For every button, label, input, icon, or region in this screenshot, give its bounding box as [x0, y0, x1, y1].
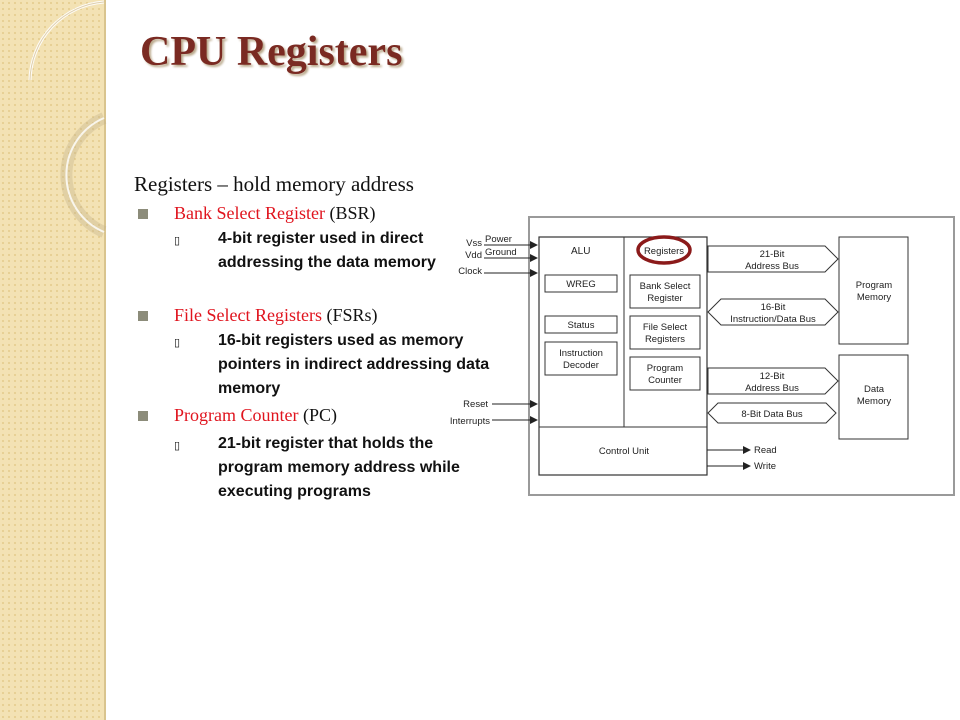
address-bus-21-label-2: Address Bus	[745, 261, 799, 272]
bullet-marker-icon	[138, 209, 148, 219]
registers-highlight-circle	[636, 235, 692, 265]
vss-label: Vss	[466, 238, 482, 249]
pc-desc-line2: program memory address while	[218, 459, 460, 476]
body-heading: Registers – hold memory address	[134, 172, 414, 196]
instruction-data-bus-label-1: 16-Bit	[761, 302, 786, 313]
pc-label-1: Program	[647, 363, 684, 374]
data-bus-8-arrow	[707, 402, 837, 424]
bullet-bsr: Bank Select Register (BSR)	[134, 203, 524, 224]
decorative-circles	[28, 0, 107, 238]
status-label: Status	[568, 320, 595, 331]
program-memory-label-1: Program	[856, 280, 893, 291]
address-bus-12-arrow	[707, 367, 839, 395]
bsr-label-1: Bank Select	[640, 281, 691, 292]
wreg-label: WREG	[566, 279, 596, 290]
registers-label: Registers	[644, 246, 684, 257]
cpu-block-diagram: ALU WREG Status Instruction Decoder Regi…	[450, 216, 955, 496]
instruction-data-bus-arrow	[707, 298, 839, 326]
address-bus-12-label-1: 12-Bit	[760, 371, 785, 382]
bsr-box	[629, 274, 701, 309]
pc-label-2: Counter	[648, 375, 682, 386]
fsr-desc-line1: ▯16-bit registers used as memory	[134, 329, 524, 353]
reset-label: Reset	[463, 399, 488, 410]
bsr-desc-line1: ▯4-bit register used in direct	[134, 227, 524, 251]
instruction-data-bus-label-2: Instruction/Data Bus	[730, 314, 816, 325]
sub-bullet-icon: ▯	[174, 337, 181, 349]
pc-desc-line1: ▯21-bit register that holds the	[134, 432, 524, 456]
sub-bullet-icon: ▯	[174, 235, 181, 247]
instruction-decoder-label-1: Instruction	[559, 348, 603, 359]
bullet-fsr: File Select Registers (FSRs)	[134, 305, 524, 326]
status-box	[544, 315, 618, 334]
slide-title: CPU Registers	[140, 29, 403, 75]
power-label: Power	[485, 234, 512, 245]
data-memory-box	[838, 354, 909, 440]
fsr-box	[629, 315, 701, 350]
bullet-pc-name: Program Counter	[174, 405, 299, 425]
pc-box	[629, 356, 701, 391]
pc-desc-line3: executing programs	[218, 483, 371, 500]
slide-body: Registers – hold memory address Bank Sel…	[134, 172, 524, 504]
address-bus-12-label-2: Address Bus	[745, 383, 799, 394]
program-memory-box	[838, 236, 909, 345]
sub-bullet-icon: ▯	[174, 440, 181, 452]
data-memory-label-2: Memory	[857, 396, 892, 407]
bullet-pc-abbr: (PC)	[298, 405, 337, 425]
fsr-label-2: Registers	[645, 334, 685, 345]
fsr-label-1: File Select	[643, 322, 688, 333]
clock-label: Clock	[458, 266, 482, 277]
fsr-desc-line3: memory	[218, 380, 281, 397]
address-bus-21-label-1: 21-Bit	[760, 249, 785, 260]
control-unit-label: Control Unit	[599, 446, 650, 457]
ground-label: Ground	[485, 247, 517, 258]
decorative-sidebar	[0, 0, 106, 720]
alu-label: ALU	[571, 246, 590, 257]
bullet-marker-icon	[138, 411, 148, 421]
address-bus-21-arrow	[707, 245, 839, 273]
program-memory-label-2: Memory	[857, 292, 892, 303]
write-label: Write	[754, 461, 776, 472]
instruction-decoder-box	[544, 341, 618, 376]
bullet-fsr-name: File Select Registers	[174, 305, 322, 325]
bullet-fsr-abbr: (FSRs)	[321, 305, 378, 325]
read-label: Read	[754, 445, 777, 456]
data-bus-8-label: 8-Bit Data Bus	[741, 409, 802, 420]
bullet-pc: Program Counter (PC)	[134, 405, 524, 426]
bsr-desc-line2: addressing the data memory	[218, 254, 436, 271]
data-memory-label-1: Data	[864, 384, 885, 395]
bsr-label-2: Register	[647, 293, 682, 304]
bullet-bsr-abbr: (BSR)	[324, 203, 376, 223]
bullet-bsr-name: Bank Select Register	[174, 203, 325, 223]
bullet-marker-icon	[138, 311, 148, 321]
fsr-desc-line2: pointers in indirect addressing data	[218, 356, 490, 373]
wreg-box	[544, 274, 618, 293]
vdd-label: Vdd	[465, 250, 482, 261]
instruction-decoder-label-2: Decoder	[563, 360, 599, 371]
interrupts-label: Interrupts	[450, 416, 490, 427]
